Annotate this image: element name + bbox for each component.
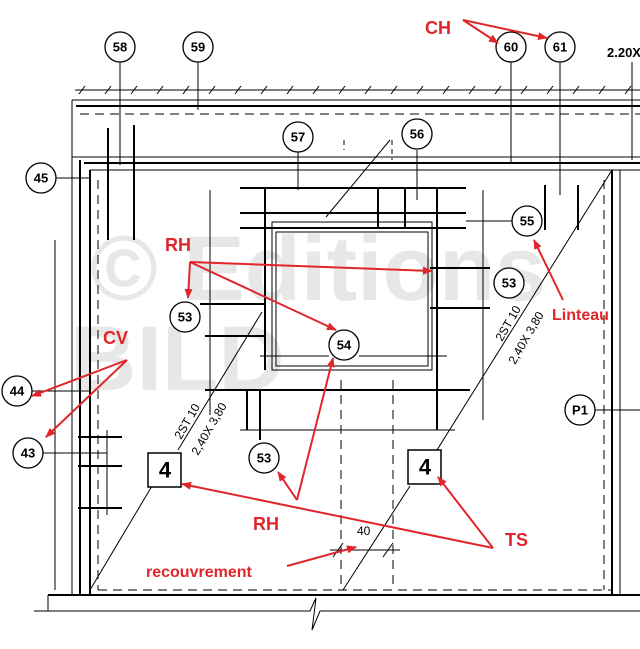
dimension-tick bbox=[78, 85, 86, 95]
panel-mark-box-left bbox=[147, 452, 182, 488]
dimension-tick bbox=[494, 85, 502, 95]
callout-54: 54 bbox=[337, 338, 352, 353]
callout-43: 43 bbox=[21, 446, 35, 461]
annotation-rh-top: RH bbox=[165, 235, 191, 255]
callout-56: 56 bbox=[410, 127, 424, 142]
dimension-tick bbox=[312, 85, 320, 95]
dimension-tick bbox=[598, 85, 606, 95]
callout-circles bbox=[1, 31, 596, 474]
callout-circle bbox=[544, 31, 576, 63]
callout-circle bbox=[25, 162, 57, 194]
dimension-tick bbox=[520, 85, 528, 95]
dimension-tick bbox=[416, 85, 424, 95]
annotation-rh-bottom: RH bbox=[253, 514, 279, 534]
dimension-tick bbox=[104, 85, 112, 95]
top-right-dimension: 2.20X bbox=[607, 45, 640, 60]
dimension-tick bbox=[364, 85, 372, 95]
callout-circle bbox=[495, 31, 527, 63]
annotation-recouvrement: recouvrement bbox=[146, 564, 252, 581]
panel-mark-right: 4 bbox=[419, 455, 432, 480]
callout-57: 57 bbox=[291, 130, 305, 145]
callout-circle bbox=[182, 31, 214, 63]
dimension-tick bbox=[624, 85, 632, 95]
dimension-tick bbox=[182, 85, 190, 95]
callout-circle bbox=[248, 442, 280, 474]
dimension-tick bbox=[156, 85, 164, 95]
callout-circle bbox=[564, 394, 596, 426]
panel-mark-box-right bbox=[407, 449, 442, 485]
dimension-tick bbox=[286, 85, 294, 95]
dimension-tick bbox=[390, 85, 398, 95]
callout-circle bbox=[328, 329, 360, 361]
callout-53: 53 bbox=[257, 451, 271, 466]
dimension-tick bbox=[572, 85, 580, 95]
dimension-tick bbox=[442, 85, 450, 95]
dimension-tick bbox=[468, 85, 476, 95]
callout-60: 60 bbox=[504, 40, 518, 55]
callout-circle bbox=[282, 121, 314, 153]
callout-45: 45 bbox=[34, 171, 48, 186]
callout-53: 53 bbox=[502, 276, 516, 291]
callout-circle bbox=[511, 205, 543, 237]
callout-59: 59 bbox=[191, 40, 205, 55]
callout-55: 55 bbox=[520, 214, 534, 229]
panel-mark-left: 4 bbox=[159, 458, 172, 483]
dimension-tick bbox=[546, 85, 554, 95]
callout-44: 44 bbox=[10, 384, 25, 399]
callout-circle bbox=[12, 437, 44, 469]
callout-53: 53 bbox=[178, 310, 192, 325]
dimension-tick bbox=[130, 85, 138, 95]
callout-58: 58 bbox=[113, 40, 127, 55]
callout-circle bbox=[169, 301, 201, 333]
annotation-linteau: Linteau bbox=[552, 307, 609, 324]
callout-circle bbox=[401, 118, 433, 150]
callout-61: 61 bbox=[553, 40, 567, 55]
annotation-cv: CV bbox=[103, 328, 128, 348]
callout-circle bbox=[104, 31, 136, 63]
dimension-tick bbox=[260, 85, 268, 95]
dimension-tick bbox=[208, 85, 216, 95]
structure-lines bbox=[32, 62, 640, 631]
annotation-ch: CH bbox=[425, 18, 451, 38]
dimension-tick bbox=[234, 85, 242, 95]
annotation-arrows bbox=[31, 19, 564, 567]
callout-p1: P1 bbox=[572, 403, 588, 418]
annotation-ts: TS bbox=[505, 530, 528, 550]
overlap-dimension: 40 bbox=[357, 524, 371, 538]
dimension-tick bbox=[338, 85, 346, 95]
callout-circle bbox=[493, 267, 525, 299]
